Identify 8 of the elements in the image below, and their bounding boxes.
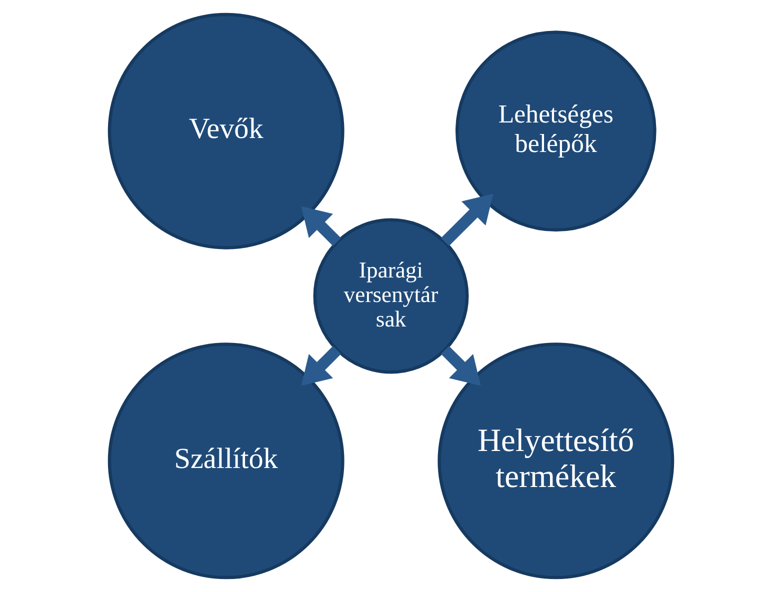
arrow — [301, 346, 341, 386]
arrow — [301, 206, 341, 246]
arrow — [440, 194, 494, 246]
arrow — [440, 346, 481, 386]
node-circle: Helyettesítő termékek — [438, 342, 674, 580]
node-circle: Vevők — [108, 12, 344, 250]
node-circle: Lehetséges belépők — [456, 30, 656, 232]
node-circle: Szállítók — [108, 342, 344, 580]
